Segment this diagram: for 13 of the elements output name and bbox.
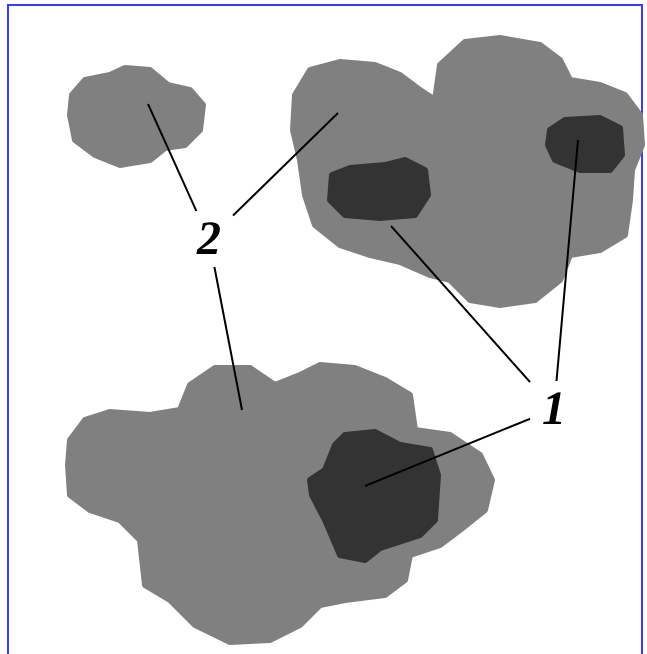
leader-line [232,112,339,216]
callout-number: 2 [188,214,230,264]
blob-shape [548,118,622,170]
leader-line [147,104,198,212]
leader-line [364,418,530,487]
leader-line [390,225,531,383]
blob-shape [310,432,438,560]
blob-shape [70,68,203,165]
callout-number: 1 [533,384,575,434]
leader-line [556,140,579,382]
blob-shape [68,365,492,642]
blob-shape [293,38,642,305]
leader-line [213,266,243,410]
